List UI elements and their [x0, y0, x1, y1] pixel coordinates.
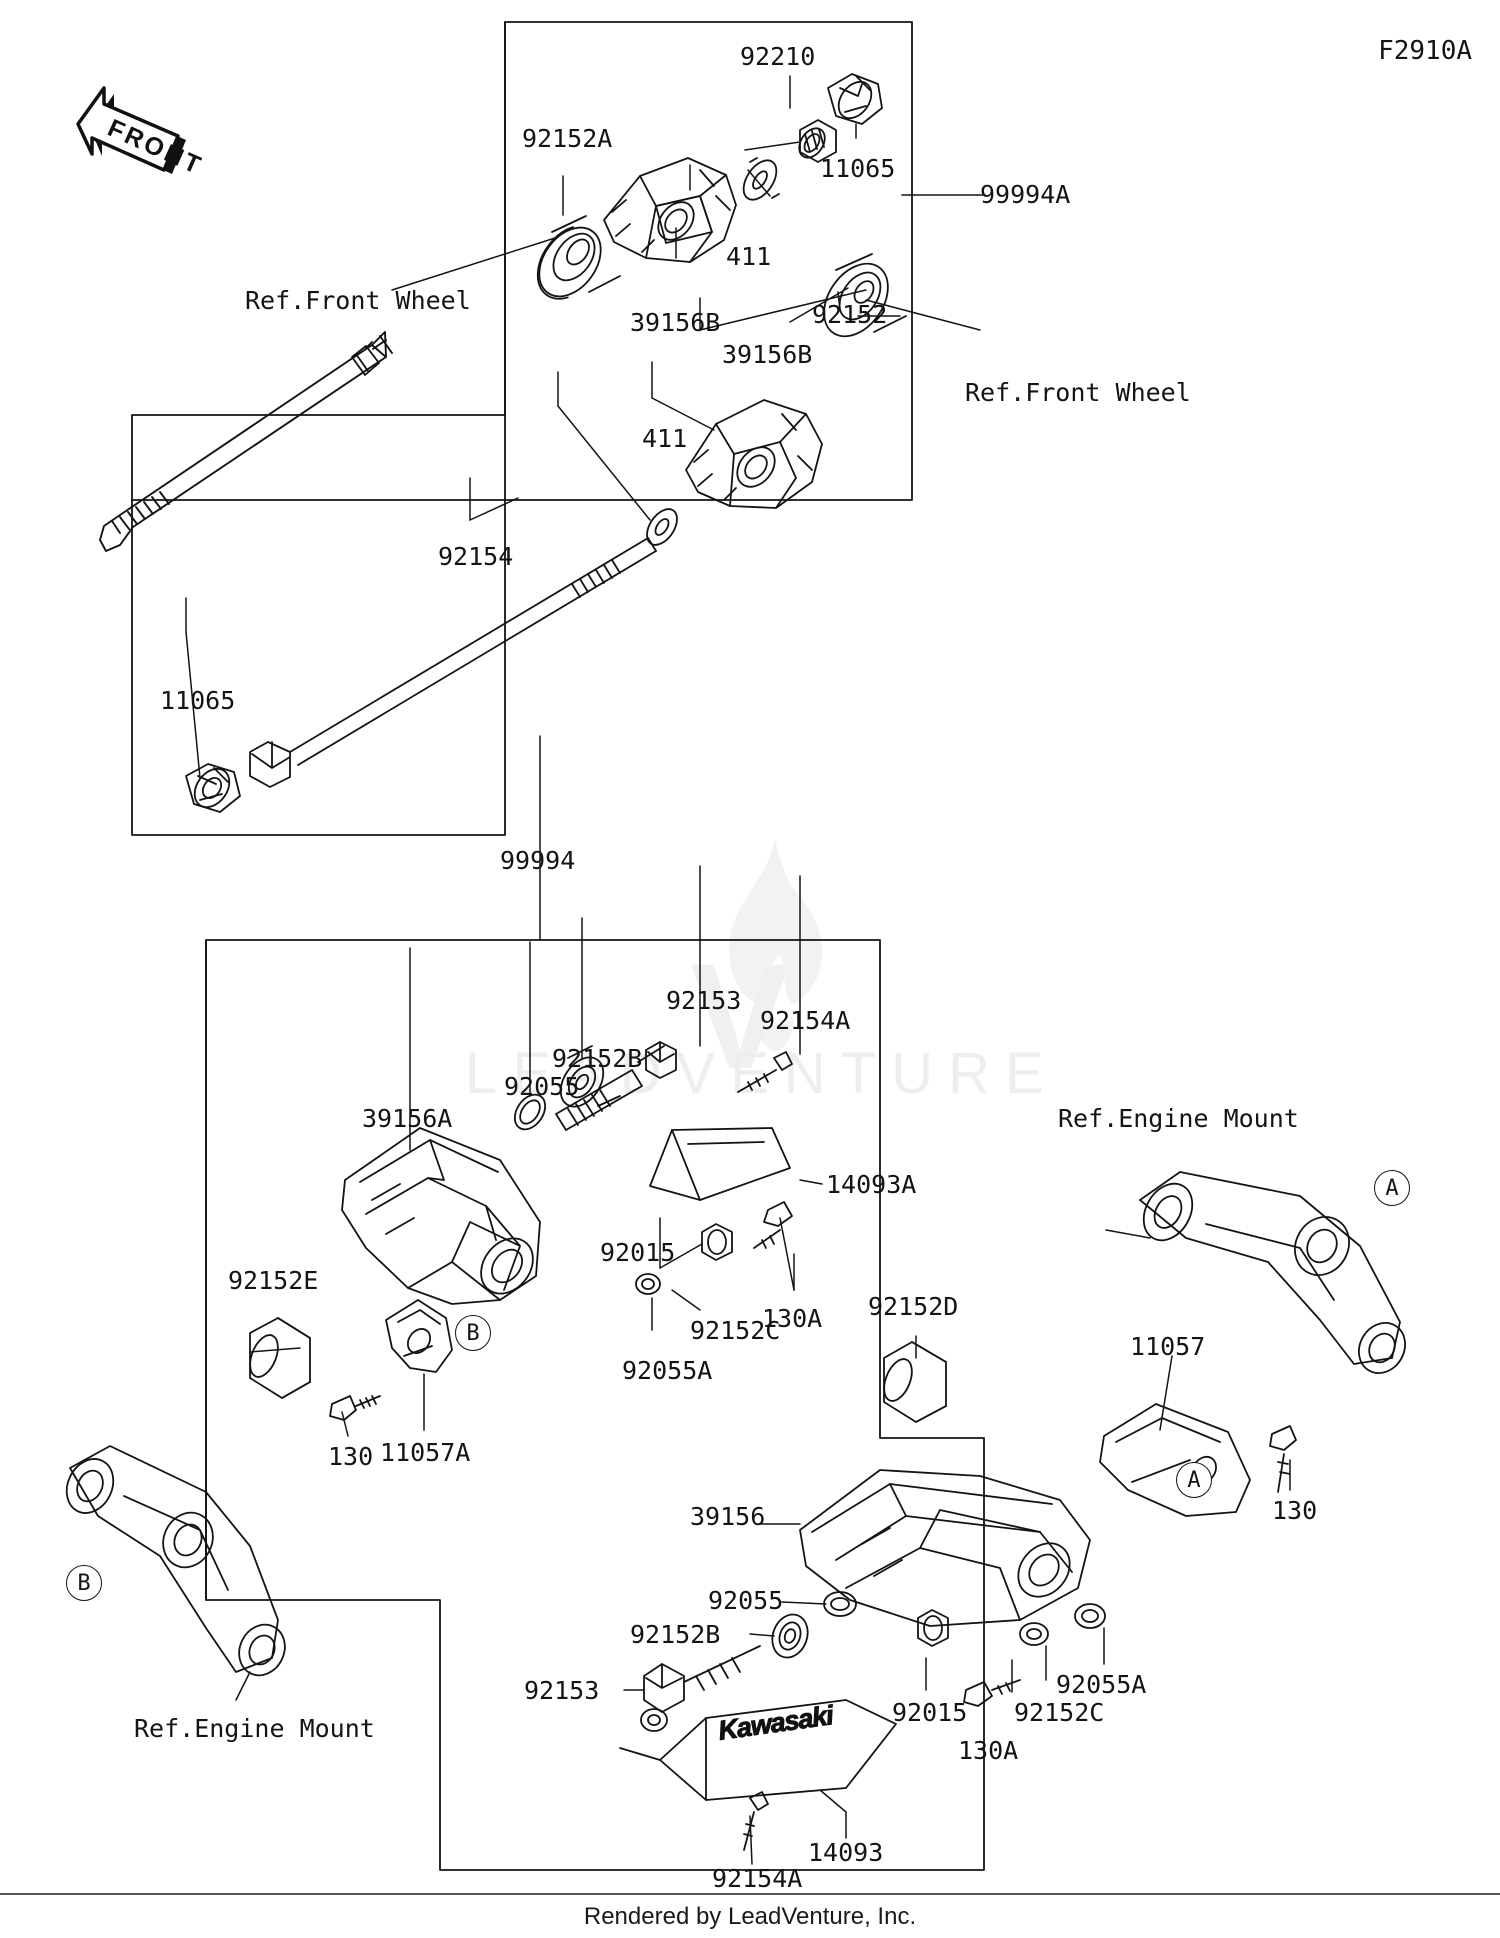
part-label-92152E: 92152E: [228, 1266, 319, 1295]
part-label-39156: 39156: [690, 1502, 766, 1531]
ref-front-wheel-left: Ref.Front Wheel: [245, 286, 471, 315]
part-label-92015-lower: 92015: [892, 1698, 968, 1727]
part-label-411-upper: 411: [726, 242, 772, 271]
assembly-label-99994: 99994: [500, 846, 576, 875]
part-label-92015-upper: 92015: [600, 1238, 676, 1267]
callout-a-right: A: [1374, 1170, 1410, 1206]
part-label-92153-upper: 92153: [666, 986, 742, 1015]
part-label-411-lower: 411: [642, 424, 688, 453]
ref-engine-mount-left: Ref.Engine Mount: [134, 1714, 375, 1743]
part-label-92152A: 92152A: [522, 124, 613, 153]
part-label-130A-lower: 130A: [958, 1736, 1019, 1765]
part-label-11065-lower: 11065: [160, 686, 236, 715]
part-label-14093: 14093: [808, 1838, 884, 1867]
part-label-11057: 11057: [1130, 1332, 1206, 1361]
part-label-39156A: 39156A: [362, 1104, 453, 1133]
callout-b-left: B: [66, 1565, 102, 1601]
part-label-39156B-lower: 39156B: [722, 340, 813, 369]
part-label-14093A: 14093A: [826, 1170, 917, 1199]
part-label-39156B-upper: 39156B: [630, 308, 721, 337]
part-label-92152B-upper: 92152B: [552, 1044, 643, 1073]
part-label-92055-upper: 92055: [504, 1072, 580, 1101]
part-label-92153-lower: 92153: [524, 1676, 600, 1705]
front-direction-arrow-icon: FRONT: [52, 72, 207, 182]
part-label-92152B-lower: 92152B: [630, 1620, 721, 1649]
part-label-92154A-upper: 92154A: [760, 1006, 851, 1035]
part-label-92152D: 92152D: [868, 1292, 959, 1321]
ref-engine-mount-right: Ref.Engine Mount: [1058, 1104, 1299, 1133]
part-label-92210: 92210: [740, 42, 816, 71]
part-label-130-left: 130: [328, 1442, 374, 1471]
callout-a-mid: A: [1176, 1462, 1212, 1498]
diagram-code: F2910A: [1378, 36, 1472, 66]
part-label-130-right: 130: [1272, 1496, 1318, 1525]
part-label-92055-lower: 92055: [708, 1586, 784, 1615]
assembly-label-99994A: 99994A: [980, 180, 1071, 209]
footer-credit: Rendered by LeadVenture, Inc.: [583, 1903, 917, 1930]
part-label-11065-upper: 11065: [820, 154, 896, 183]
part-label-92154: 92154: [438, 542, 514, 571]
part-label-92055A-lower: 92055A: [1056, 1670, 1147, 1699]
part-label-92152C-lower: 92152C: [1014, 1698, 1105, 1727]
part-label-92152C-upper: 92152C: [690, 1316, 781, 1345]
part-label-92154A-lower: 92154A: [712, 1864, 803, 1893]
part-label-130A-upper: 130A: [762, 1304, 823, 1333]
part-label-92055A-upper: 92055A: [622, 1356, 713, 1385]
part-label-11057A: 11057A: [380, 1438, 471, 1467]
part-label-92152: 92152: [812, 300, 888, 329]
ref-front-wheel-right: Ref.Front Wheel: [965, 378, 1191, 407]
callout-b-mid: B: [455, 1315, 491, 1351]
footer-divider: [0, 1893, 1500, 1895]
